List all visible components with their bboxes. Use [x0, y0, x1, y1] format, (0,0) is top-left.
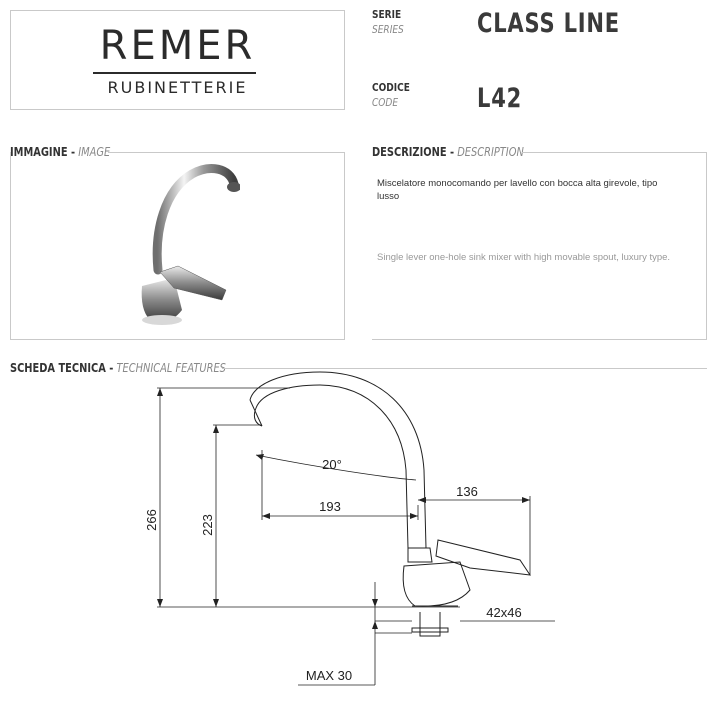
dim-total-height: 266	[144, 509, 159, 531]
code-label: CODICE	[372, 81, 410, 94]
dim-spout-height: 223	[200, 514, 215, 536]
technical-title-en: TECHNICAL FEATURES	[116, 361, 226, 375]
image-section-frame	[10, 152, 345, 340]
code-label-en: CODE	[372, 96, 399, 109]
series-label-en: SERIES	[372, 23, 404, 36]
dim-angle: 20°	[322, 457, 342, 472]
series-value: CLASS LINE	[477, 8, 620, 39]
dim-reach: 193	[319, 499, 341, 514]
logo-box: REMER RUBINETTERIE	[10, 10, 345, 110]
technical-title-it: SCHEDA TECNICA -	[10, 361, 114, 375]
technical-section-rule	[222, 368, 707, 369]
image-title-en: IMAGE	[78, 145, 111, 159]
description-title-en: DESCRIPTION	[457, 145, 524, 159]
dim-base: 42x46	[486, 605, 521, 620]
description-section-rule	[522, 152, 707, 153]
image-title-it: IMMAGINE -	[10, 145, 76, 159]
image-section-rule	[108, 152, 345, 153]
code-value: L42	[477, 83, 523, 114]
series-label: SERIE	[372, 8, 402, 21]
dim-lever: 136	[456, 484, 478, 499]
description-section-title: DESCRIZIONE - DESCRIPTION	[372, 145, 524, 159]
description-text-en: Single lever one-hole sink mixer with hi…	[377, 252, 671, 263]
description-section-frame	[372, 152, 707, 340]
brand-subtitle: RUBINETTERIE	[107, 78, 248, 97]
faucet-photo	[141, 164, 240, 325]
brand-name: REMER	[99, 23, 256, 69]
description-text-it: Miscelatore monocomando per lavello con …	[377, 178, 658, 202]
description-title-it: DESCRIZIONE -	[372, 145, 455, 159]
logo-divider	[93, 72, 256, 74]
image-section-title: IMMAGINE - IMAGE	[10, 145, 110, 159]
dim-max-thickness: MAX 30	[306, 668, 352, 683]
technical-section-title: SCHEDA TECNICA - TECHNICAL FEATURES	[10, 361, 226, 375]
